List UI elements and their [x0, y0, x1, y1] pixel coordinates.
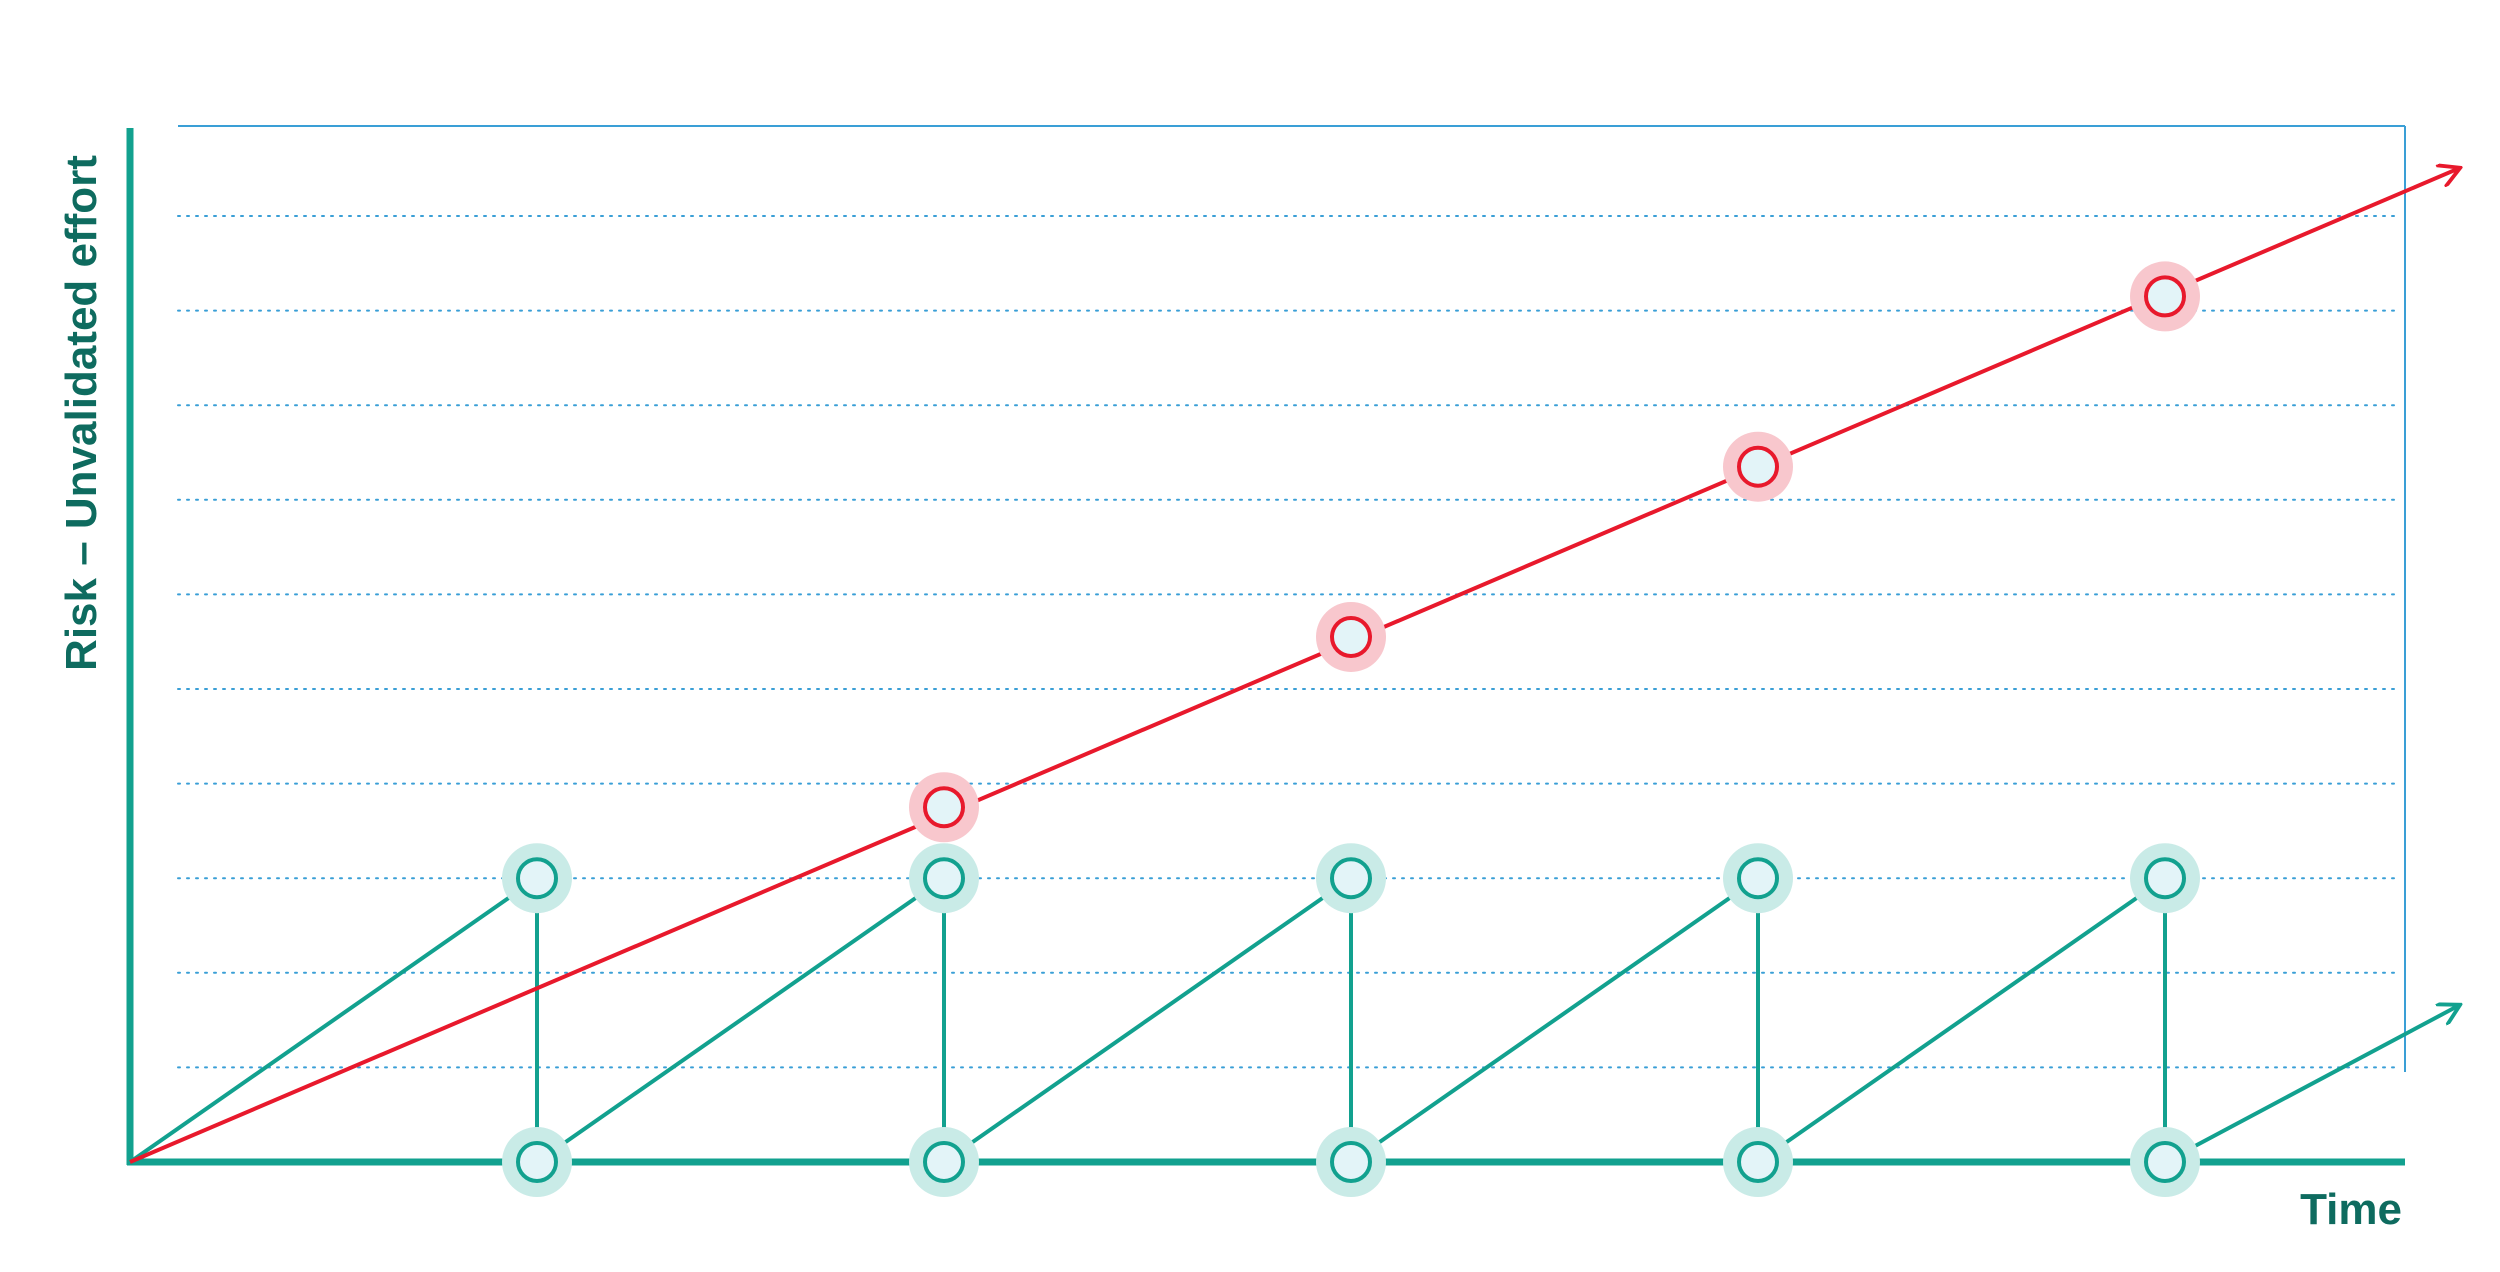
- data-point: [1330, 857, 1372, 900]
- data-point: [923, 786, 965, 829]
- data-point: [1737, 857, 1779, 900]
- axes: [126, 128, 2405, 1166]
- data-point: [2144, 857, 2186, 900]
- data-point: [1737, 1141, 1779, 1183]
- data-point: [1737, 445, 1779, 488]
- grid: [177, 125, 2406, 1072]
- data-point: [923, 1141, 965, 1183]
- series-line-1: [129, 169, 2458, 1164]
- x-axis-title: Time: [2300, 1185, 2402, 1234]
- data-point: [1330, 615, 1372, 658]
- data-point: [2144, 1141, 2186, 1183]
- data-point: [516, 1141, 558, 1183]
- series-line-0: [128, 876, 2458, 1164]
- series: [128, 169, 2458, 1164]
- data-point: [516, 857, 558, 900]
- markers: [502, 261, 2200, 1197]
- data-point: [2144, 275, 2186, 318]
- y-axis-title: Risk – Unvalidated effort: [57, 155, 106, 671]
- data-point: [923, 857, 965, 900]
- data-point: [1330, 1141, 1372, 1183]
